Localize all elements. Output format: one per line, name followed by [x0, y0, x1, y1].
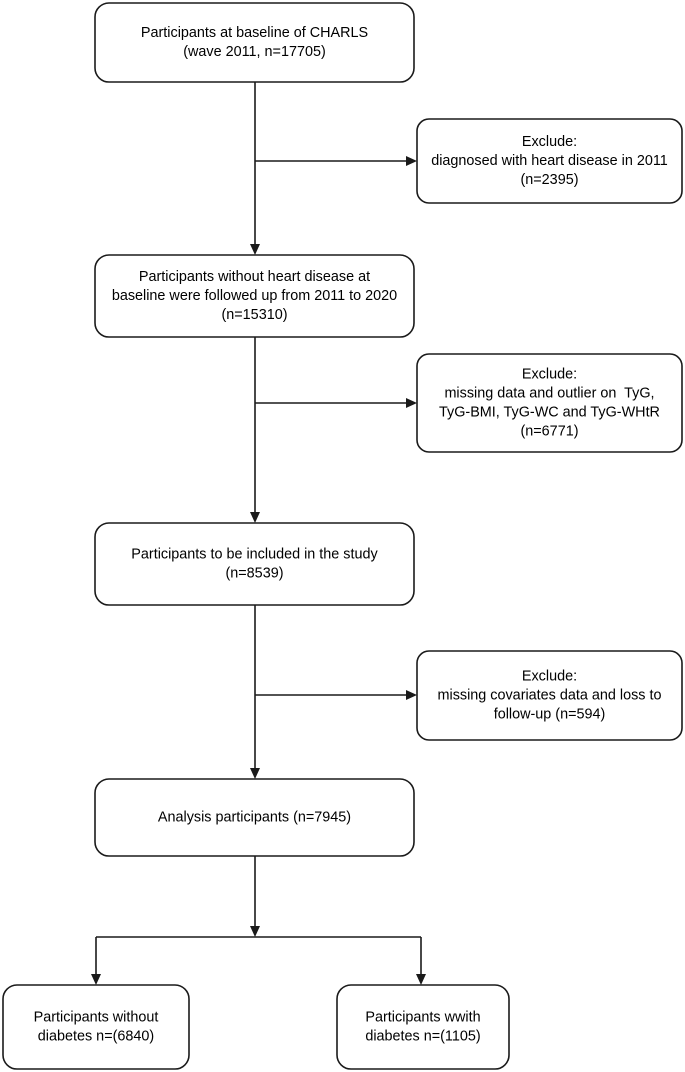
node-label-line: (n=15310) — [221, 307, 287, 323]
node-with-diabetes: Participants wwith diabetes n=(1105) — [336, 984, 510, 1070]
connector-split-to-with-diabetes — [416, 937, 426, 985]
connector-included-to-analysis — [250, 605, 260, 779]
node-label-without-diabetes: Participants without diabetes n=(6840) — [34, 1009, 159, 1044]
node-label-baseline: Participants at baseline of CHARLS (wave … — [141, 25, 368, 60]
node-box-with-diabetes — [336, 984, 510, 1070]
node-box-without-diabetes — [2, 984, 190, 1070]
connector-branch-to-exclude-covariates — [255, 690, 417, 700]
node-box-baseline — [94, 2, 415, 83]
arrowhead-icon — [250, 768, 260, 779]
arrowhead-icon — [250, 512, 260, 523]
node-label-line: Analysis participants (n=7945) — [158, 809, 351, 825]
node-analysis-participants: Analysis participants (n=7945) — [94, 778, 415, 857]
node-label-analysis-participants: Analysis participants (n=7945) — [158, 809, 351, 825]
node-box-analysis-participants — [94, 778, 415, 857]
node-label-line: (n=6771) — [520, 423, 578, 439]
connector-followed-up-to-included — [250, 337, 260, 523]
node-label-line: Exclude: — [522, 134, 577, 150]
node-label-line: (n=8539) — [225, 565, 283, 581]
node-label-to-be-included: Participants to be included in the study… — [131, 546, 378, 581]
node-box-followed-up — [94, 254, 415, 338]
node-label-line: Participants wwith — [365, 1009, 480, 1025]
node-label-line: diabetes n=(6840) — [38, 1028, 154, 1044]
node-label-line: (wave 2011, n=17705) — [183, 44, 326, 60]
node-box-exclude-missing-tyg — [416, 353, 683, 453]
node-label-line: Exclude: — [522, 366, 577, 382]
arrowhead-icon — [406, 398, 417, 408]
arrowhead-icon — [416, 974, 426, 985]
node-label-exclude-heart-disease: Exclude: diagnosed with heart disease in … — [431, 134, 668, 188]
connector-branch-to-exclude-missing-tyg — [255, 398, 417, 408]
node-label-exclude-missing-tyg: Exclude: missing data and outlier on TyG,… — [439, 366, 660, 439]
connector-analysis-to-split — [250, 856, 260, 937]
connector-split-to-without-diabetes — [91, 937, 101, 985]
node-label-with-diabetes: Participants wwith diabetes n=(1105) — [365, 1009, 480, 1044]
node-exclude-heart-disease: Exclude: diagnosed with heart disease in … — [416, 118, 683, 204]
connector-branch-to-exclude-heart-disease — [255, 156, 417, 166]
node-label-exclude-covariates: Exclude: missing covariates data and loss… — [438, 668, 662, 722]
node-label-line: (n=2395) — [520, 172, 578, 188]
connector-layer — [91, 82, 426, 985]
node-label-line: baseline were followed up from 2011 to 2… — [112, 288, 397, 304]
node-box-exclude-heart-disease — [416, 118, 683, 204]
node-label-line: Participants to be included in the study — [131, 546, 378, 562]
node-label-line: Participants without heart disease at — [139, 269, 370, 285]
node-label-line: Participants without — [34, 1009, 159, 1025]
node-label-line: Participants at baseline of CHARLS — [141, 25, 368, 41]
node-without-diabetes: Participants without diabetes n=(6840) — [2, 984, 190, 1070]
connector-baseline-to-followed-up — [250, 82, 260, 255]
arrowhead-icon — [406, 690, 417, 700]
node-label-line: diabetes n=(1105) — [365, 1028, 480, 1044]
node-label-line: TyG-BMI, TyG-WC and TyG-WHtR — [439, 404, 660, 420]
node-exclude-covariates: Exclude: missing covariates data and loss… — [416, 650, 683, 741]
arrowhead-icon — [250, 244, 260, 255]
node-followed-up: Participants without heart disease at bas… — [94, 254, 415, 338]
node-box-to-be-included — [94, 522, 415, 606]
node-label-line: missing data and outlier on TyG, — [444, 385, 654, 401]
node-label-line: follow-up (n=594) — [494, 706, 606, 722]
node-label-line: missing covariates data and loss to — [438, 687, 662, 703]
node-exclude-missing-tyg: Exclude: missing data and outlier on TyG,… — [416, 353, 683, 453]
arrowhead-icon — [406, 156, 417, 166]
arrowhead-icon — [91, 974, 101, 985]
node-to-be-included: Participants to be included in the study… — [94, 522, 415, 606]
node-box-exclude-covariates — [416, 650, 683, 741]
node-label-followed-up: Participants without heart disease at bas… — [112, 269, 397, 323]
node-label-line: Exclude: — [522, 668, 577, 684]
arrowhead-icon — [250, 926, 260, 937]
node-baseline: Participants at baseline of CHARLS (wave … — [94, 2, 415, 83]
node-label-line: diagnosed with heart disease in 2011 — [431, 153, 668, 169]
